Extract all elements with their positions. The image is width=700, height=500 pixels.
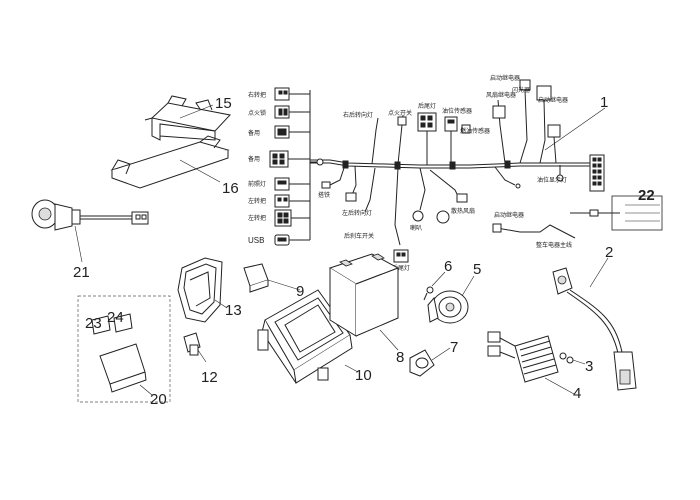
label-flash-relay-2: 启动继电器 (538, 96, 568, 104)
label-start-relay-lead: 启动继电器 (494, 211, 524, 219)
part-13-cover: 13 (177, 257, 242, 323)
part-15-bracket: 15 (144, 95, 232, 141)
part-10-ecu: 10 (257, 289, 372, 384)
label-usb: USB (248, 236, 264, 245)
label-rear-sensor: 燃油传感器 (460, 127, 490, 135)
label-tail: 后尾灯 (392, 264, 410, 272)
label-flameout: 点火锁 (248, 109, 266, 117)
part-number-13: 13 (225, 302, 242, 319)
part-number-16: 16 (222, 180, 239, 197)
part-number-3: 3 (585, 358, 593, 375)
part-16-bracket: 16 (110, 135, 239, 197)
part-3-washers: 3 (559, 352, 593, 375)
connector-left-handle-2: 左转把 (248, 209, 310, 227)
starter-relay-lead: 启动继电器 整车电器主线 (492, 211, 576, 249)
label-right-handle: 右转把 (248, 91, 266, 99)
part-5-horn: 5 (427, 261, 481, 324)
part-4-regulator: 4 (487, 331, 581, 402)
label-start-relay: 启动继电器 (490, 74, 520, 82)
connector-headlight: 前照灯 (248, 177, 310, 191)
label-left-handle-2: 左转把 (248, 214, 266, 222)
part-12-connector: 12 (183, 332, 218, 386)
connector-usb: USB (248, 234, 310, 246)
part-number-20: 20 (150, 391, 167, 408)
part-number-6: 6 (444, 258, 452, 275)
connector-spare-1: 备用 (248, 125, 310, 139)
label-flameout-switch: 点火开关 (388, 109, 412, 117)
label-left-rear-turn: 左后转向灯 (342, 209, 372, 217)
label-oil-light: 油位显示灯 (537, 176, 567, 184)
label-fan-relay: 风扇继电器 (486, 91, 516, 99)
part-number-15: 15 (215, 95, 232, 112)
main-harness-trunk: 搭铁 右后转向灯 点火开关 后尾灯 油位传感器 燃油传感器 风扇继电器 启动继电… (310, 74, 608, 272)
part-number-2: 2 (605, 244, 613, 261)
part-6-bolt: 6 (423, 258, 452, 301)
label-fan: 散热风扇 (451, 207, 475, 215)
label-headlight: 前照灯 (248, 180, 266, 188)
label-ground: 搭铁 (318, 191, 330, 199)
label-horn: 喇叭 (410, 224, 422, 232)
part-22-sub-harness: 22 (570, 187, 663, 231)
label-brake-switch: 后刹车开关 (344, 232, 374, 240)
part-number-10: 10 (355, 367, 372, 384)
label-tail-light: 后尾灯 (418, 102, 436, 110)
part-number-12: 12 (201, 369, 218, 386)
label-flash-relay: 闪光器 (512, 86, 530, 94)
label-spare-1: 备用 (248, 129, 260, 137)
part-number-22: 22 (638, 187, 655, 204)
part-number-7: 7 (450, 339, 458, 356)
label-right-rear-turn: 右后转向灯 (343, 111, 373, 119)
label-main-harness: 整车电器主线 (536, 241, 572, 249)
label-spare-2: 备用 (248, 155, 260, 163)
part-20-relay-group: 23 24 20 (77, 295, 171, 408)
part-8-battery: 8 (328, 253, 404, 366)
connector-flameout: 点火锁 (248, 105, 310, 119)
part-number-5: 5 (473, 261, 481, 278)
part-number-23: 23 (85, 315, 102, 332)
part-7-sensor: 7 (409, 339, 458, 377)
part-number-1: 1 (600, 94, 608, 111)
connector-spare-2: 备用 (248, 150, 310, 168)
label-fuel-sensor: 油位传感器 (442, 107, 472, 115)
harness-left-connectors: 右转把 点火锁 备用 备用 前照灯 左转把 (248, 87, 311, 246)
part-number-24: 24 (107, 309, 124, 326)
part-number-4: 4 (573, 385, 581, 402)
connector-right-handle: 右转把 (248, 87, 310, 101)
part-21-ignition-switch: 21 (31, 199, 149, 281)
connector-left-handle: 左转把 (248, 194, 310, 208)
part-2-sensor-lead: 2 (552, 244, 637, 391)
label-left-handle: 左转把 (248, 197, 266, 205)
part-number-8: 8 (396, 349, 404, 366)
part-number-9: 9 (296, 283, 304, 300)
part-number-21: 21 (73, 264, 90, 281)
part-9-relay: 9 (243, 263, 304, 300)
